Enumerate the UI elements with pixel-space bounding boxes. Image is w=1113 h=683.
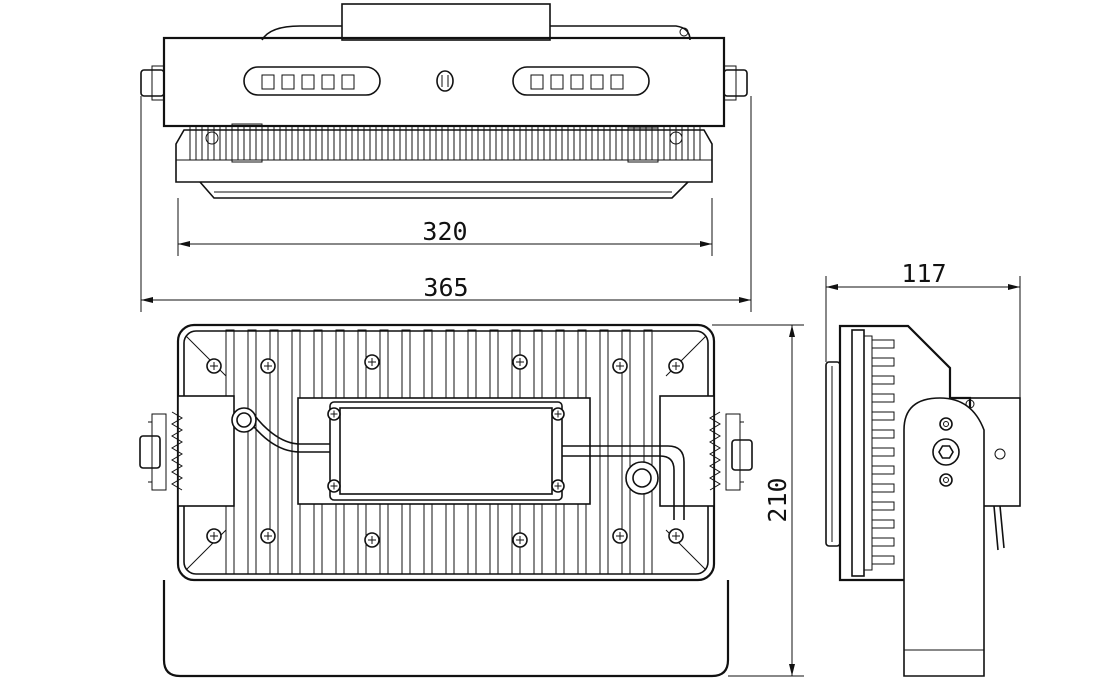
front-view [139, 323, 753, 678]
top-fin [693, 125, 701, 161]
top-fin [249, 125, 257, 161]
slot-fin [550, 74, 564, 90]
side-rib [871, 501, 895, 511]
dimension-210-label: 210 [763, 477, 792, 522]
slot-fin [610, 74, 624, 90]
side-rib [871, 519, 895, 529]
side-rib [871, 339, 895, 349]
top-fin [297, 125, 305, 161]
housing-top-outline [162, 36, 726, 128]
top-fin [585, 125, 593, 161]
slot-fin [341, 74, 355, 90]
front-fin [599, 329, 609, 575]
top-fin [393, 125, 401, 161]
slot-fin [301, 74, 315, 90]
front-fin [621, 329, 631, 575]
front-fin [269, 329, 279, 575]
pivot-bolt [932, 438, 960, 466]
top-fin [561, 125, 569, 161]
top-fin [285, 125, 293, 161]
top-fin [597, 125, 605, 161]
top-fin [477, 125, 485, 161]
dimension-117-label: 117 [901, 259, 946, 288]
top-fin [201, 125, 209, 161]
dimension-365: 365 [140, 96, 752, 312]
top-fin [525, 125, 533, 161]
top-fin [261, 125, 269, 161]
top-fin [345, 125, 353, 161]
top-fin [369, 125, 377, 161]
side-rib [871, 483, 895, 493]
side-rib [871, 465, 895, 475]
side-rib [871, 357, 895, 367]
dimension-117: 117 [825, 259, 1021, 398]
top-fin [357, 125, 365, 161]
mounting-plate [162, 580, 730, 678]
top-fin [513, 125, 521, 161]
top-fin [453, 125, 461, 161]
top-fin [405, 125, 413, 161]
driver-box-inner [339, 407, 553, 495]
top-fin [537, 125, 545, 161]
side-rib [871, 429, 895, 439]
dimension-210: 210 [712, 324, 804, 677]
slot-fin [590, 74, 604, 90]
top-fin [237, 125, 245, 161]
top-fin [489, 125, 497, 161]
driver-box [329, 401, 563, 501]
slot-fin [530, 74, 544, 90]
top-fin [381, 125, 389, 161]
dimension-320: 320 [177, 198, 713, 256]
side-rib [871, 393, 895, 403]
right-bracket [659, 395, 753, 507]
side-rib [871, 447, 895, 457]
top-fin [441, 125, 449, 161]
top-fin [273, 125, 281, 161]
top-fin [333, 125, 341, 161]
slot-left [243, 66, 381, 96]
dimension-365-label: 365 [423, 273, 468, 302]
side-view [825, 324, 1021, 677]
side-rib [871, 555, 895, 565]
top-fin [225, 125, 233, 161]
side-rib [871, 375, 895, 385]
slot-fin [281, 74, 295, 90]
slot-right [512, 66, 650, 96]
cable-gland-left [231, 407, 257, 433]
top-fin [633, 125, 641, 161]
dimension-320-label: 320 [422, 217, 467, 246]
top-fin [321, 125, 329, 161]
top-fin [429, 125, 437, 161]
top-fin [657, 125, 665, 161]
front-fin [643, 329, 653, 575]
top-fin [417, 125, 425, 161]
top-fin [465, 125, 473, 161]
top-fin [645, 125, 653, 161]
top-fin [681, 125, 689, 161]
top-fin [309, 125, 317, 161]
mounting-arm [903, 397, 985, 677]
cable-gland-right [625, 461, 659, 495]
output-cable [562, 445, 685, 520]
left-bracket [139, 395, 235, 507]
slot-fin [321, 74, 335, 90]
top-view [140, 3, 748, 199]
top-fin [621, 125, 629, 161]
top-fin [189, 125, 197, 161]
slot-fin [261, 74, 275, 90]
side-rib [871, 537, 895, 547]
top-fin [549, 125, 557, 161]
top-fin [501, 125, 509, 161]
top-fin [609, 125, 617, 161]
side-rib [871, 411, 895, 421]
top-fin [573, 125, 581, 161]
slot-fin [570, 74, 584, 90]
front-fin [247, 329, 257, 575]
center-bolt [436, 70, 454, 92]
